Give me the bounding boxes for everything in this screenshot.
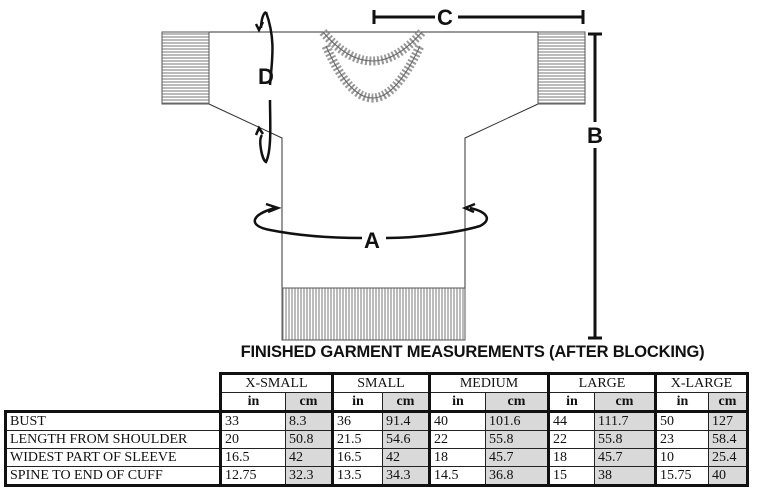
row-label: BUST — [4, 410, 222, 431]
cm-value: 25.4 — [708, 448, 749, 467]
in-value: 40 — [429, 410, 486, 431]
in-value: 22 — [429, 430, 486, 449]
label-d: D — [258, 64, 274, 89]
cm-value: 50.8 — [285, 430, 334, 449]
row-label: SPINE TO END OF CUFF — [4, 466, 222, 487]
cm-value: 111.7 — [594, 410, 657, 431]
cm-value: 40 — [708, 466, 749, 487]
hem-ribbing — [281, 287, 466, 341]
cm-value: 32.3 — [285, 466, 334, 487]
unit-header: cm — [285, 392, 334, 412]
cm-value: 42 — [285, 448, 334, 467]
measurements-table: X-SMALL SMALL MEDIUM LARGE X-LARGE in cm… — [4, 372, 749, 487]
size-header: X-SMALL — [220, 372, 334, 393]
cm-value: 55.8 — [485, 430, 550, 449]
cm-value: 45.7 — [485, 448, 550, 467]
measure-a — [253, 202, 489, 240]
in-value: 15.75 — [655, 466, 709, 487]
in-value: 14.5 — [429, 466, 486, 487]
in-value: 21.5 — [332, 430, 383, 449]
cm-value: 91.4 — [382, 410, 431, 431]
in-value: 12.75 — [220, 466, 286, 487]
label-b: B — [587, 123, 603, 148]
size-header-row: X-SMALL SMALL MEDIUM LARGE X-LARGE — [5, 372, 749, 393]
cm-value: 54.6 — [382, 430, 431, 449]
unit-header: in — [655, 392, 709, 412]
unit-header: in — [332, 392, 383, 412]
in-value: 33 — [220, 410, 286, 431]
in-value: 22 — [548, 430, 595, 449]
in-value: 13.5 — [332, 466, 383, 487]
in-value: 16.5 — [332, 448, 383, 467]
size-header: SMALL — [332, 372, 431, 393]
unit-header: cm — [708, 392, 749, 412]
size-header: X-LARGE — [655, 372, 749, 393]
in-value: 15 — [548, 466, 595, 487]
size-header: LARGE — [548, 372, 657, 393]
unit-header: in — [220, 392, 286, 412]
label-c: C — [437, 5, 453, 30]
cm-value: 42 — [382, 448, 431, 467]
left-cuff-ribbing — [161, 31, 210, 105]
in-value: 16.5 — [220, 448, 286, 467]
unit-header: in — [429, 392, 486, 412]
cm-value: 8.3 — [285, 410, 334, 431]
cm-value: 55.8 — [594, 430, 657, 449]
in-value: 50 — [655, 410, 709, 431]
measure-d — [254, 10, 274, 164]
in-value: 18 — [429, 448, 486, 467]
in-value: 20 — [220, 430, 286, 449]
right-cuff-ribbing — [537, 31, 586, 105]
measure-b — [588, 32, 602, 340]
label-a: A — [364, 228, 380, 253]
in-value: 23 — [655, 430, 709, 449]
in-value: 36 — [332, 410, 383, 431]
row-label: WIDEST PART OF SLEEVE — [4, 448, 222, 467]
cm-value: 127 — [708, 410, 749, 431]
sweater-schematic: C B D A — [161, 5, 603, 341]
unit-header: in — [548, 392, 595, 412]
measurements-title: FINISHED GARMENT MEASUREMENTS (AFTER BLO… — [240, 343, 705, 361]
unit-header: cm — [594, 392, 657, 412]
neckline-ruffle — [319, 29, 426, 103]
cm-value: 34.3 — [382, 466, 431, 487]
cm-value: 101.6 — [485, 410, 550, 431]
row-label: LENGTH FROM SHOULDER — [4, 430, 222, 449]
in-value: 10 — [655, 448, 709, 467]
in-value: 44 — [548, 410, 595, 431]
cm-value: 36.8 — [485, 466, 550, 487]
cm-value: 45.7 — [594, 448, 657, 467]
unit-header-row: in cm in cm in cm in cm in cm — [5, 392, 749, 412]
cm-value: 58.4 — [708, 430, 749, 449]
unit-header: cm — [485, 392, 550, 412]
cm-value: 38 — [594, 466, 657, 487]
unit-header: cm — [382, 392, 431, 412]
in-value: 18 — [548, 448, 595, 467]
measure-c — [372, 10, 585, 24]
size-header: MEDIUM — [429, 372, 550, 393]
